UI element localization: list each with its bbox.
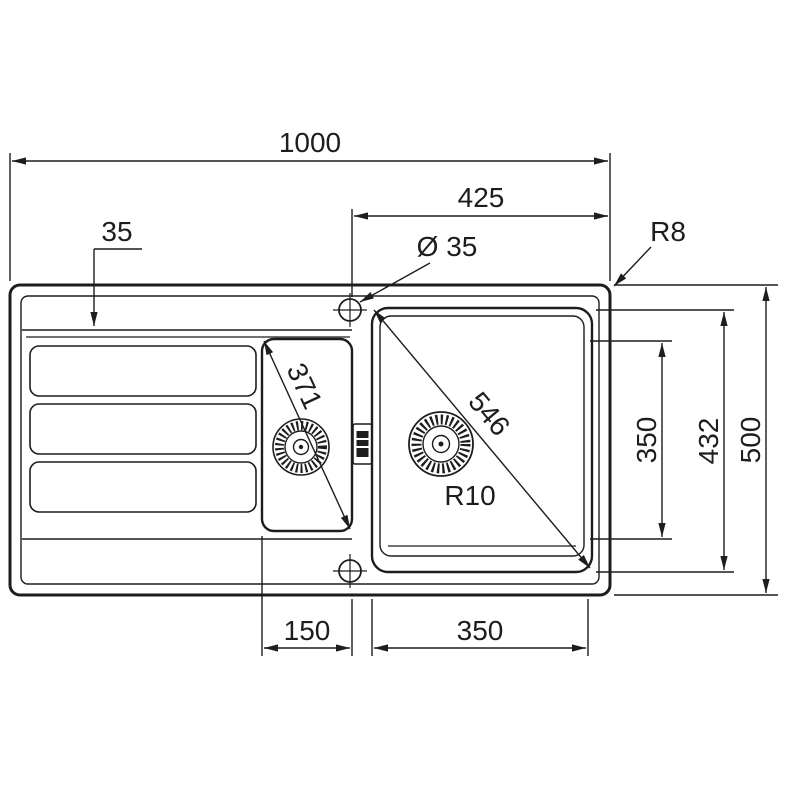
overflow-slots bbox=[356, 438, 369, 448]
leader-line bbox=[359, 262, 431, 303]
dimension-line bbox=[263, 340, 351, 530]
half-bowl-outline bbox=[260, 337, 354, 533]
dim-label-main-bowl-width: 350 bbox=[457, 615, 504, 646]
overflow-divider bbox=[352, 423, 373, 465]
dim-left-offset: 35 bbox=[90, 216, 142, 326]
tap-hole-crosshair bbox=[333, 293, 367, 327]
dim-label-left-offset: 35 bbox=[101, 216, 132, 247]
drain-center bbox=[438, 441, 444, 447]
callout-bowl-corner-radius: R10 bbox=[444, 480, 495, 511]
dim-half-bowl-diagonal: 371 bbox=[263, 340, 351, 530]
half-bowl-drain bbox=[272, 418, 330, 476]
dim-label-bowl-corner-radius: R10 bbox=[444, 480, 495, 511]
extension-lines bbox=[9, 153, 611, 281]
dim-overall-width: 1000 bbox=[9, 127, 611, 281]
dim-bowl-outer-depth: 432 bbox=[596, 309, 734, 573]
dim-label-outer-corner-radius: R8 bbox=[650, 216, 686, 247]
dim-label-bowl-inner-depth: 350 bbox=[631, 417, 662, 464]
dim-half-bowl-width: 150 bbox=[261, 536, 353, 656]
extension-lines bbox=[261, 536, 353, 656]
dim-label-half-bowl-width: 150 bbox=[284, 615, 331, 646]
drain-center bbox=[298, 444, 304, 450]
sink-outer-outline bbox=[8, 283, 612, 597]
dim-label-half-bowl-diagonal: 371 bbox=[281, 358, 329, 413]
dim-bowl-inner-depth: 350 bbox=[590, 340, 672, 540]
dimension-line bbox=[373, 309, 591, 569]
dim-label-overall-width: 1000 bbox=[279, 127, 341, 158]
tap-hole-crosshair bbox=[333, 554, 367, 588]
drainer-rib-2 bbox=[29, 403, 257, 455]
extension-lines bbox=[371, 599, 589, 656]
dim-label-right-section-width: 425 bbox=[458, 182, 505, 213]
drainer-rib-3 bbox=[29, 461, 257, 513]
extension-lines bbox=[596, 309, 734, 573]
drainer-area bbox=[22, 329, 352, 540]
dim-label-overall-depth: 500 bbox=[735, 417, 766, 464]
extension-lines bbox=[614, 284, 778, 596]
sink-body bbox=[8, 283, 612, 597]
sink-inner-rim bbox=[20, 295, 600, 585]
main-bowl-drain bbox=[408, 411, 474, 477]
callout-tap-hole-diameter: Ø 35 bbox=[359, 231, 478, 303]
tap-hole-top bbox=[333, 293, 367, 327]
drainer-rib-1 bbox=[29, 345, 257, 397]
dim-overall-depth: 500 bbox=[614, 284, 778, 596]
extension-lines bbox=[590, 340, 672, 540]
overflow-grate bbox=[356, 431, 369, 457]
callout-outer-corner-radius: R8 bbox=[613, 216, 686, 287]
dim-label-bowl-outer-depth: 432 bbox=[693, 418, 724, 465]
tap-hole-bottom bbox=[333, 554, 367, 588]
dim-main-bowl-diagonal: 546 bbox=[373, 309, 591, 569]
dim-main-bowl-width: 350 bbox=[371, 599, 589, 656]
leader-line bbox=[613, 246, 652, 287]
overflow-frame bbox=[352, 423, 373, 465]
dim-label-tap-hole-diameter: Ø 35 bbox=[417, 231, 478, 262]
dim-right-section-width: 425 bbox=[351, 182, 608, 297]
